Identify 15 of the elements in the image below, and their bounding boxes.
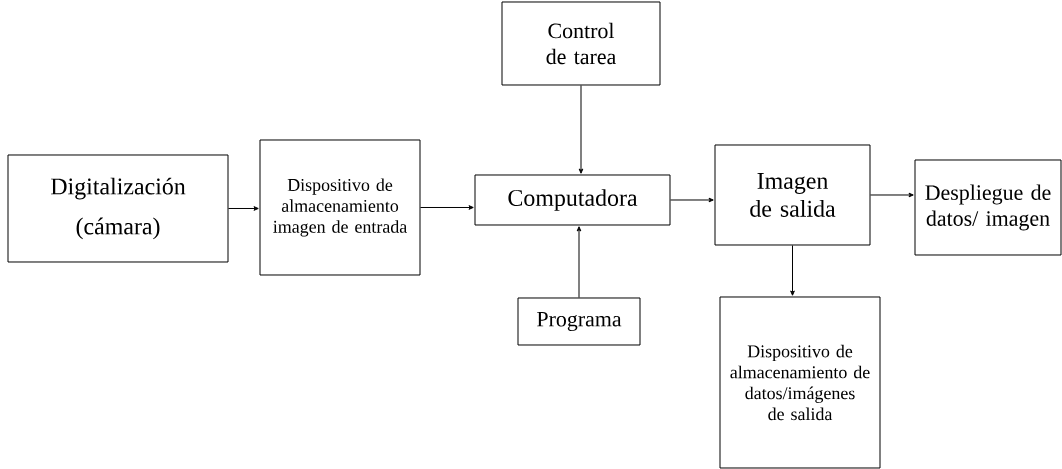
process-box: Dispositivo de almacenamiento de datos/imágenes de salida (719, 296, 881, 469)
arrow (870, 192, 914, 198)
process-box: Dispositivo de almacenamiento imagen de entrada (259, 139, 421, 276)
arrow (578, 85, 584, 174)
arrow (228, 206, 259, 211)
process-box: Computadora (474, 174, 671, 226)
process-box: Digitalización (cámara) (7, 154, 229, 263)
process-box: Control de tarea (501, 1, 661, 86)
process-box: Imagen de salida (714, 144, 871, 246)
arrow (790, 245, 795, 296)
arrow (670, 197, 714, 203)
process-box: Programa (517, 297, 641, 346)
process-box: Despliegue de datos/ imagen (914, 159, 1062, 256)
arrow (420, 205, 474, 210)
arrow (576, 226, 582, 298)
